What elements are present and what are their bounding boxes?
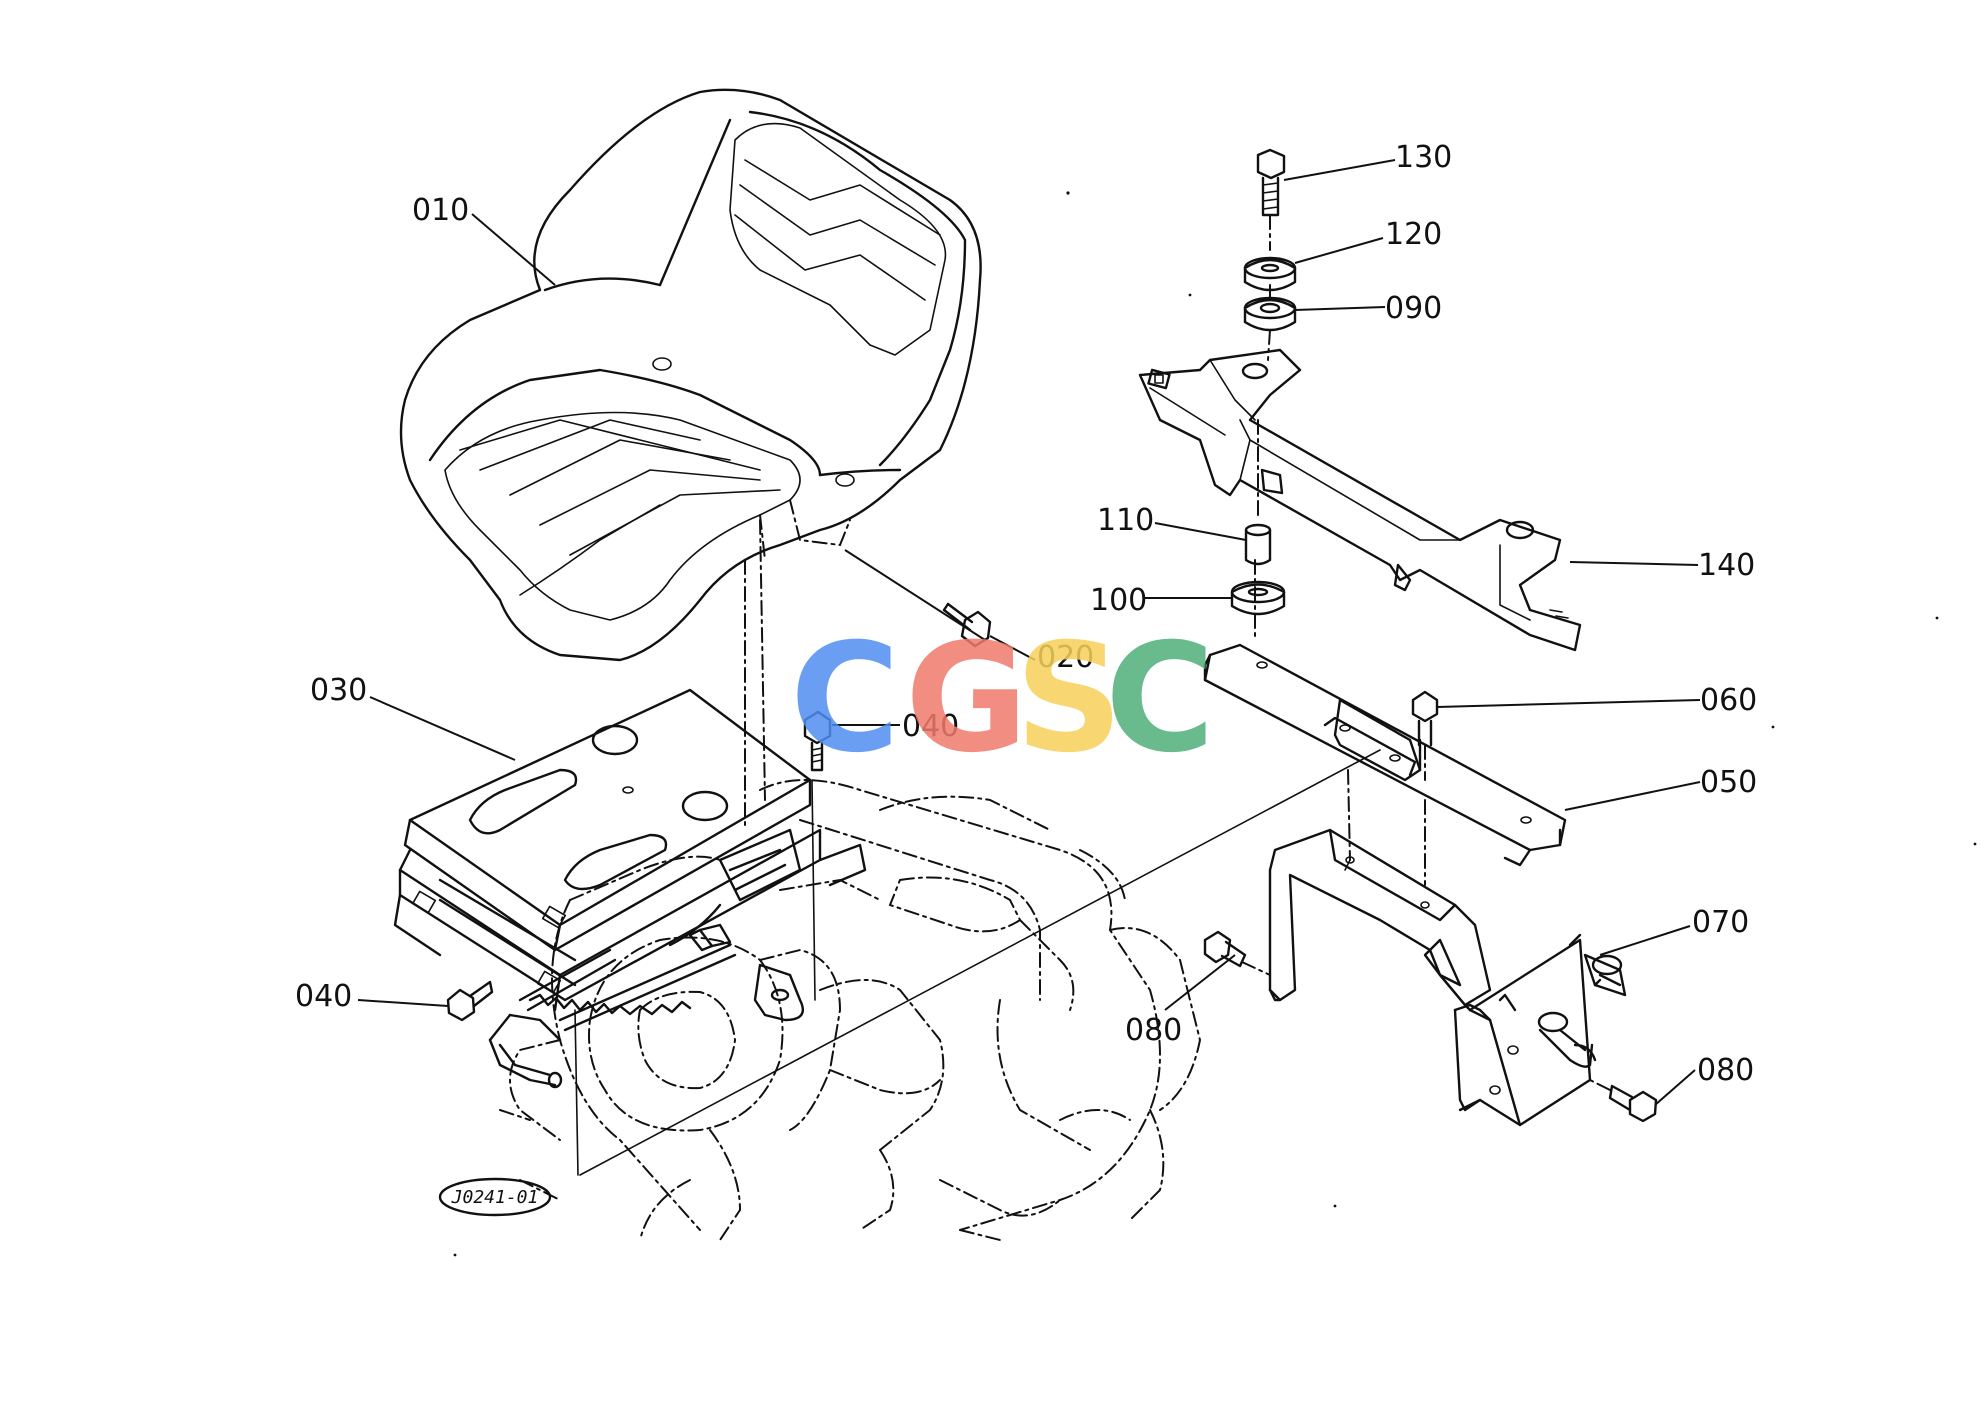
washer-part-100 (1230, 580, 1286, 616)
spacer-part-110 (1244, 523, 1272, 566)
bracket-part-070 (1268, 828, 1627, 1127)
bolt-part-080-right (1589, 1079, 1658, 1123)
callout-040-upper: 040 (902, 709, 959, 744)
callout-100: 100 (1090, 583, 1147, 618)
callout-labels: 010 020 030 040 040 050 060 070 080 080 … (295, 140, 1757, 1088)
callout-060: 060 (1700, 683, 1757, 718)
bolt-part-060 (1411, 690, 1439, 781)
leader-lines (357, 159, 1701, 1106)
watermark-letter-4: C (1105, 612, 1215, 786)
watermark-logo: C G S C (790, 612, 1215, 786)
guide-lines-beam-bracket (1347, 769, 1426, 886)
bolt-part-130 (1256, 148, 1286, 217)
callout-130: 130 (1395, 140, 1452, 175)
callout-010: 010 (412, 193, 469, 228)
callout-140: 140 (1698, 548, 1755, 583)
bolt-part-020 (942, 602, 992, 648)
watermark-letter-2: G (905, 612, 1028, 786)
beam-part-050 (1203, 643, 1567, 867)
bracket-part-140 (1138, 348, 1582, 652)
seat-base-part-030 (393, 688, 867, 1089)
seat-mount-guide-lines (744, 519, 766, 831)
vertical-guide-line-left (574, 1009, 579, 1176)
callout-120: 120 (1385, 217, 1442, 252)
callout-080-left: 080 (1125, 1013, 1182, 1048)
callout-020: 020 (1037, 640, 1094, 675)
callout-050: 050 (1700, 765, 1757, 800)
watermark-letter-3: S (1015, 612, 1123, 786)
callout-030: 030 (310, 673, 367, 708)
callout-040-lower: 040 (295, 979, 352, 1014)
bolt-part-040-lower (446, 980, 494, 1022)
callout-110: 110 (1097, 503, 1154, 538)
callout-080-right: 080 (1697, 1053, 1754, 1088)
callout-090: 090 (1385, 291, 1442, 326)
washer-part-090 (1243, 296, 1297, 332)
watermark-letter-1: C (790, 612, 900, 786)
bolt-part-040-upper (803, 710, 832, 772)
diagonal-guide-line (579, 749, 1381, 1176)
reference-code-text: J0241-01 (451, 1187, 539, 1208)
callout-070: 070 (1692, 905, 1749, 940)
reference-code-badge: J0241-01 (438, 1177, 552, 1217)
scan-specks (453, 191, 1977, 1257)
bolt-part-080-left (1203, 930, 1271, 976)
seat-part-010 (399, 88, 982, 662)
washer-part-120 (1243, 256, 1297, 292)
